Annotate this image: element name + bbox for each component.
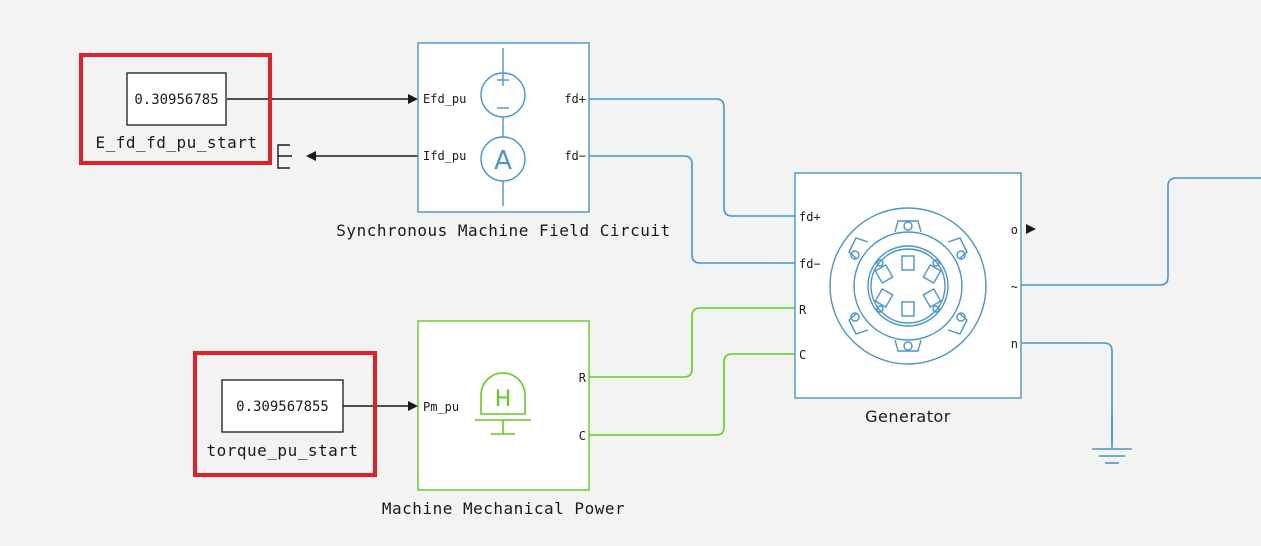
port-efd: Efd_pu [423,92,466,106]
constant-block-torque[interactable]: 0.309567855 torque_pu_start [207,379,359,460]
mechanical-power-source-icon [475,372,531,435]
constant-box[interactable] [126,72,227,126]
mech-power-block[interactable]: Pm_pu R C H [417,320,590,491]
constant-label: torque_pu_start [207,441,359,460]
ammeter-letter: A [494,146,512,176]
port-fd-plus: fd+ [564,92,586,106]
gen-port-n: n [1011,337,1018,351]
constant-value: 0.309567855 [236,399,329,415]
gen-port-c: C [799,348,806,362]
generator-box[interactable] [794,172,1022,399]
highlight-box-torque [193,351,377,477]
gen-port-ac: ~ [1011,280,1018,294]
mech-power-label: Machine Mechanical Power [382,499,625,518]
gen-port-fd-minus: fd− [799,257,821,271]
ammeter-icon [480,136,526,206]
constant-value: 0.30956785 [134,92,218,108]
signal-pm-arrow [408,401,418,411]
port-c: C [579,429,586,443]
wire-fd-plus[interactable] [589,98,795,217]
voltage-source-icon [480,48,526,137]
mechanical-connections [589,307,795,436]
wire-neutral-ground[interactable] [1021,342,1113,444]
synchronous-machine-icon [829,207,987,365]
wire-fd-minus[interactable] [589,155,795,264]
constant-label: E_fd_fd_pu_start [95,133,257,152]
generator-label: Generator [865,407,951,426]
mech-power-box[interactable] [417,320,590,491]
port-ifd: Ifd_pu [423,149,466,163]
field-circuit-label: Synchronous Machine Field Circuit [336,221,670,240]
wire-mech-r[interactable] [589,307,795,378]
constant-box[interactable] [221,379,344,433]
wire-mech-c[interactable] [589,353,795,436]
electrical-connections [589,98,1261,444]
field-circuit-block[interactable]: Efd_pu Ifd_pu fd+ fd− A [417,42,590,213]
signal-efd-arrow [408,94,418,104]
gen-port-r: R [799,303,807,317]
terminator[interactable] [277,144,292,169]
signal-ifd-arrow [306,151,316,161]
generator-block[interactable]: fd+ fd− R C o ~ n [794,172,1022,399]
gen-port-fd-plus: fd+ [799,210,821,224]
wire-ac-out[interactable] [1021,177,1261,286]
mech-letter: H [495,387,512,412]
generator-output-arrow [1026,224,1036,234]
gen-port-o: o [1011,223,1018,237]
constant-block-efd[interactable]: 0.30956785 E_fd_fd_pu_start [95,72,257,152]
ground-icon[interactable] [1092,414,1132,464]
highlight-box-efd [79,53,272,165]
port-fd-minus: fd− [564,149,586,163]
port-pm: Pm_pu [423,400,459,414]
signal-connections [227,94,1036,411]
port-r: R [579,371,587,385]
